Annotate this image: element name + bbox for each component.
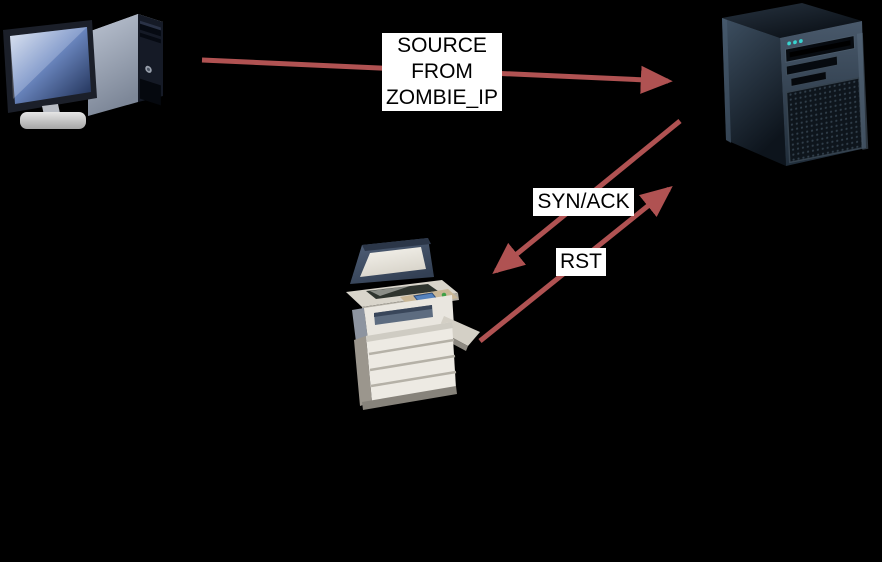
computer-tower-front-details <box>139 20 161 106</box>
label-source-from-zombie-ip: SOURCE FROM ZOMBIE_IP <box>382 33 502 111</box>
monitor-stand-base <box>20 112 86 129</box>
server-side-edge-highlight <box>722 18 731 143</box>
monitor-screen <box>10 27 91 104</box>
printer-tray-grooves <box>368 338 457 388</box>
printer-lid-rim <box>362 238 431 251</box>
server-side-face <box>722 18 786 166</box>
printer-paper-slot-shadow <box>374 305 432 317</box>
printer-tray-block-top-recess <box>366 322 453 342</box>
printer-copier-icon <box>346 238 480 410</box>
server-front-details <box>784 32 869 164</box>
printer-upper-body-side <box>352 308 368 342</box>
label-syn-ack: SYN/ACK <box>533 188 634 216</box>
server-tower-icon <box>722 3 869 166</box>
monitor-screen-glare <box>10 27 87 99</box>
label-rst: RST <box>556 248 606 276</box>
printer-tray-block-side <box>354 336 372 406</box>
desktop-computer-icon <box>3 14 163 129</box>
printer-scan-glass-glare <box>370 286 410 296</box>
printer-lid-underside <box>360 247 426 277</box>
printer-scan-glass <box>366 284 438 299</box>
server-top-face <box>722 3 862 38</box>
printer-base <box>362 386 457 410</box>
computer-tower-side <box>88 14 138 116</box>
